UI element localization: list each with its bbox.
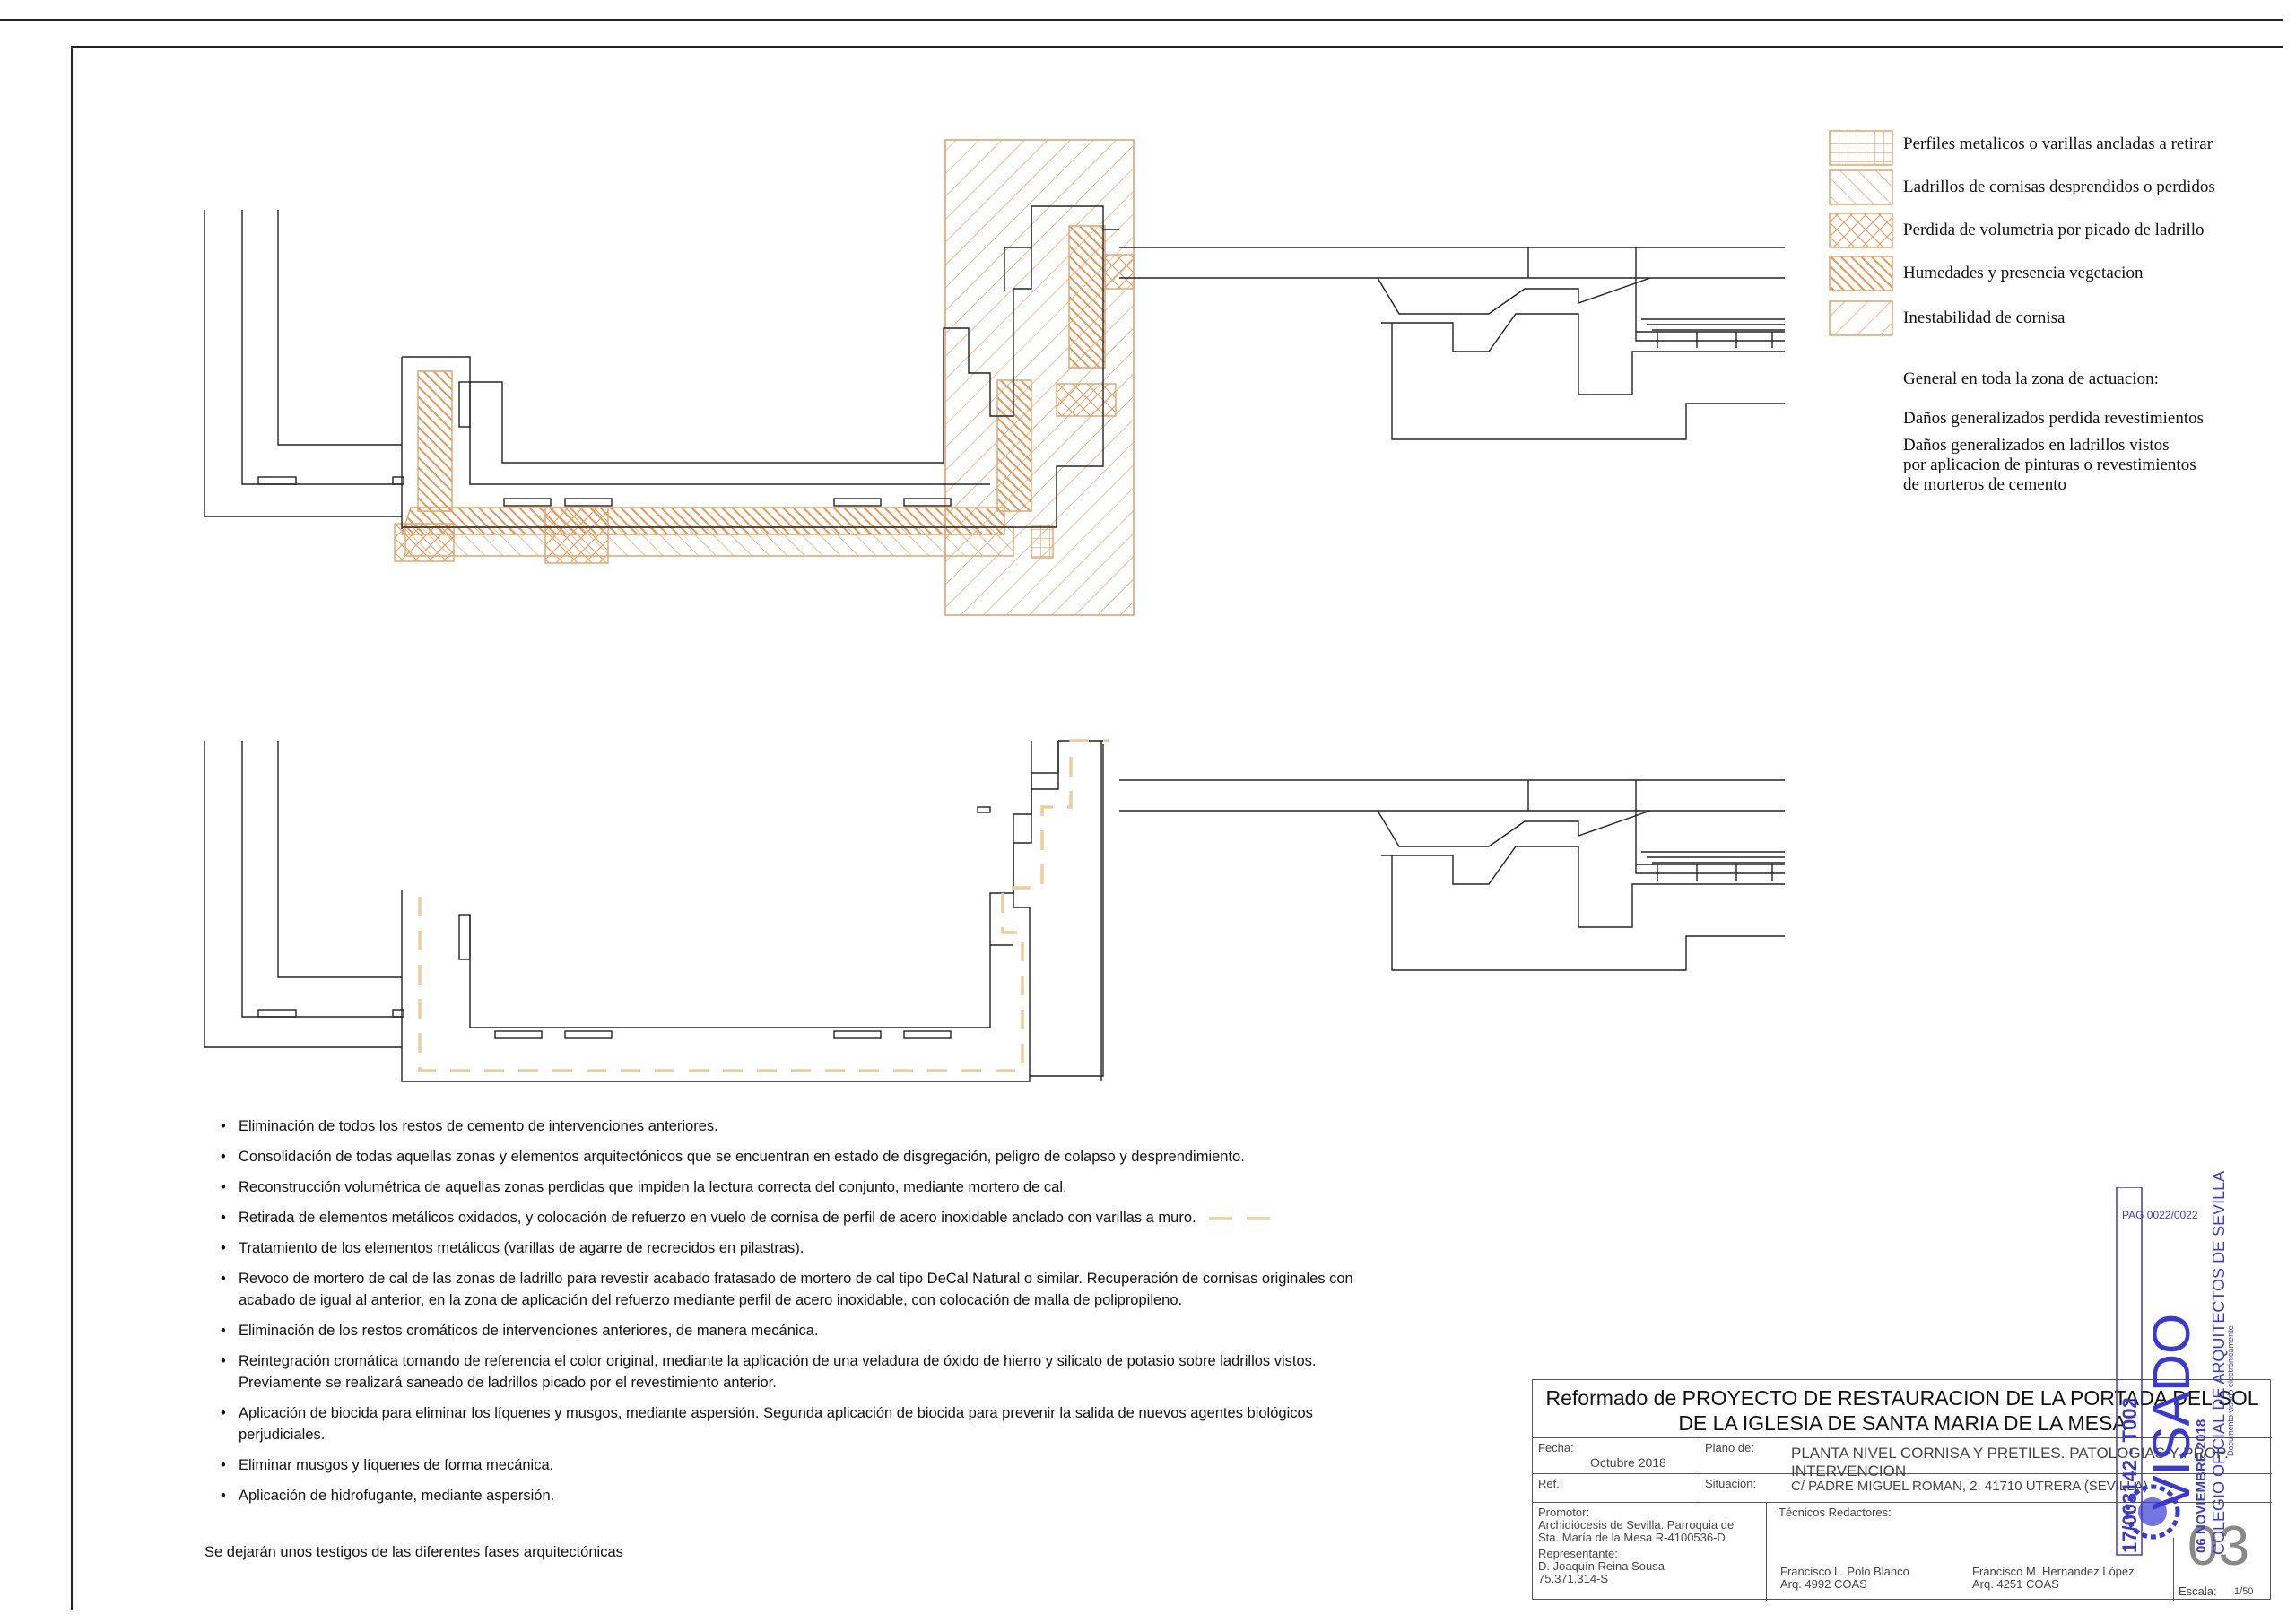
- wall-inner-2: [469, 741, 1104, 1077]
- representante-line2: 75.371.314-S: [1538, 1572, 1609, 1585]
- cornice-top-beam: [1119, 247, 1785, 279]
- cornice-right-block: [1635, 247, 1785, 342]
- intervention-item: Tratamiento de los elementos metálicos (…: [208, 1237, 1374, 1259]
- legend-label-picado: Perdida de volumetria por picado de ladr…: [1903, 221, 2205, 239]
- zone-perfiles-1: [1031, 525, 1054, 559]
- escala-label: Escala:: [2179, 1584, 2217, 1598]
- visado-note: Documento visado electrónicamente: [2226, 1325, 2235, 1456]
- intervention-item: Eliminación de todos los restos de cemen…: [208, 1115, 1374, 1137]
- sheet-border: [71, 46, 2283, 1610]
- fecha-label: Fecha:: [1538, 1441, 1574, 1454]
- intervention-item: Eliminar musgos y líquenes de forma mecá…: [208, 1454, 1374, 1476]
- intervention-item: Reconstrucción volumétrica de aquellas z…: [208, 1176, 1374, 1198]
- reinforcement-line: [418, 739, 1109, 1072]
- representante-line1: D. Joaquín Reina Sousa: [1538, 1559, 1665, 1573]
- plan-intervention: [204, 739, 1785, 1082]
- project-title: Reformado de PROYECTO DE RESTAURACION DE…: [1533, 1385, 2272, 1436]
- legend-swatches: [1829, 130, 1893, 336]
- visado-stamp: PAG 0022/0022 17/003142 - T002 VISADO 06…: [2099, 1171, 2235, 1564]
- zone-humedades-left: [417, 370, 453, 512]
- cornice-beam-2: [1119, 779, 1785, 812]
- cornice-right-block-2: [1635, 780, 1785, 874]
- promotor-label: Promotor:: [1538, 1506, 1590, 1519]
- swatch-diag-fine: [1829, 169, 1893, 205]
- zone-picado-3: [1056, 383, 1117, 417]
- tecnico2-name: Francisco M. Hernandez López: [1972, 1565, 2135, 1578]
- zone-ladrillos-perdidos: [404, 526, 1014, 557]
- situacion-label: Situación:: [1705, 1477, 1757, 1490]
- swatch-grid: [1829, 130, 1893, 166]
- zone-picado-1: [394, 523, 455, 562]
- zone-picado-2: [544, 507, 609, 564]
- intervention-item: Consolidación de todas aquellas zonas y …: [208, 1146, 1374, 1167]
- legend-label-humedades: Humedades y presencia vegetacion: [1903, 264, 2144, 282]
- general-heading: General en toda la zona de actuacion:: [1903, 369, 2159, 388]
- zone-picado-4: [1104, 254, 1135, 290]
- intervention-list: Eliminación de todos los restos de cemen…: [208, 1115, 1374, 1515]
- zone-humedades-top: [1068, 225, 1106, 369]
- promotor-line2: Sta. María de la Mesa R-4100536-D: [1538, 1531, 1726, 1544]
- plano-value: PLANTA NIVEL CORNISA Y PRETILES. PATOLOG…: [1791, 1445, 2229, 1480]
- cornice-profile: [1377, 277, 1785, 440]
- project-title-line2: DE LA IGLESIA DE SANTA MARIA DE LA MESA: [1678, 1411, 2126, 1435]
- promotor-line1: Archidiócesis de Sevilla. Parroquia de: [1538, 1518, 1735, 1532]
- visado-page: PAG 0022/0022: [2122, 1209, 2198, 1221]
- swatch-crosshatch: [1829, 213, 1893, 248]
- situacion-value: C/ PADRE MIGUEL ROMAN, 2. 41710 UTRERA (…: [1791, 1479, 2148, 1494]
- swatch-diag-bold: [1829, 256, 1893, 291]
- tecnico1-reg: Arq. 4992 COAS: [1780, 1577, 1867, 1591]
- intervention-item: Revoco de mortero de cal de las zonas de…: [208, 1268, 1374, 1311]
- representante-label: Representante:: [1538, 1547, 1618, 1560]
- general-note-2-line2: por aplicacion de pinturas o revestimien…: [1903, 456, 2196, 474]
- intervention-item: Aplicación de hidrofugante, mediante asp…: [208, 1485, 1374, 1506]
- visado-number: 17/003142 - T002: [2118, 1397, 2141, 1553]
- intervention-item: Retirada de elementos metálicos oxidados…: [208, 1207, 1374, 1228]
- visado-word: VISADO: [2143, 1313, 2201, 1510]
- sheet-number: 03: [2187, 1515, 2249, 1577]
- general-note-2-line3: de morteros de cemento: [1903, 475, 2067, 494]
- general-note-1: Daños generalizados perdida revestimient…: [1903, 409, 2205, 428]
- zone-humedades-right: [996, 379, 1032, 512]
- wall-outline: [204, 205, 1119, 529]
- intervention-item: Reintegración cromática tomando de refer…: [208, 1350, 1374, 1393]
- visado-date: 06 NOVIEMBRE 2018: [2194, 1419, 2209, 1553]
- intervention-item: Eliminación de los restos cromáticos de …: [208, 1320, 1374, 1341]
- fecha-value: Octubre 2018: [1590, 1455, 1666, 1470]
- visado-frame: [2116, 1187, 2180, 1556]
- footnote: Se dejarán unos testigos de las diferent…: [204, 1544, 623, 1560]
- tecnico2-reg: Arq. 4251 COAS: [1972, 1577, 2059, 1591]
- swatch-diag-reverse: [1829, 300, 1893, 336]
- legend-label-inestabilidad: Inestabilidad de cornisa: [1903, 308, 2066, 327]
- escala-value: 1/50: [2234, 1586, 2254, 1597]
- plano-label: Plano de:: [1705, 1441, 1754, 1454]
- plan-pathologies: [204, 139, 1785, 616]
- title-block: Reformado de PROYECTO DE RESTAURACION DE…: [1532, 1379, 2272, 1601]
- intervention-item: Aplicación de biocida para eliminar los …: [208, 1402, 1374, 1445]
- project-title-line1: Reformado de PROYECTO DE RESTAURACION DE…: [1545, 1386, 2259, 1410]
- cornice-profile-2: [1377, 810, 1785, 971]
- reinforcement-legend-line: [1208, 1216, 1281, 1220]
- cornice-small-boxes: [1657, 332, 1773, 348]
- legend-label-perfiles: Perfiles metalicos o varillas ancladas a…: [1903, 135, 2213, 153]
- tecnico1-name: Francisco L. Polo Blanco: [1780, 1565, 1909, 1578]
- ref-label: Ref.:: [1538, 1477, 1563, 1490]
- wall-outline-2: [204, 740, 1109, 1082]
- legend-label-ladrillos: Ladrillos de cornisas desprendidos o per…: [1903, 178, 2215, 196]
- tecnicos-label: Técnicos Redactores:: [1779, 1506, 1892, 1519]
- general-note-2-line1: Daños generalizados en ladrillos vistos: [1903, 436, 2170, 455]
